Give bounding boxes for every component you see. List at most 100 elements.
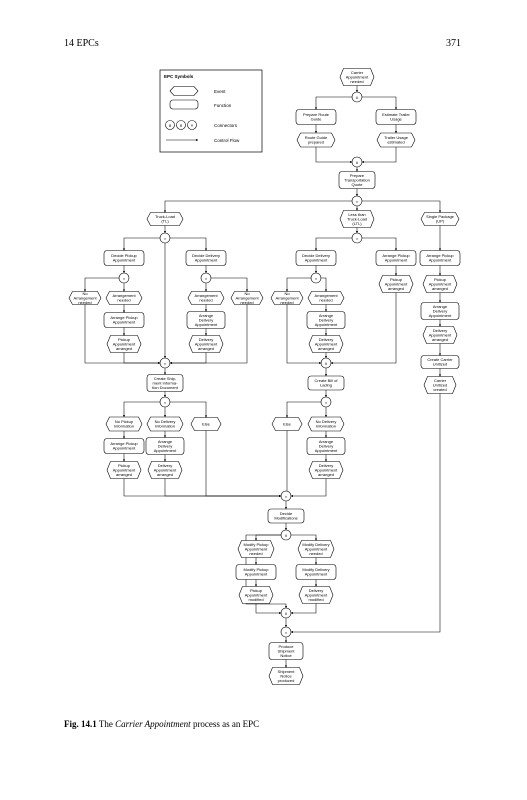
node-label: Modify Delivery <box>302 542 329 547</box>
connector-symbol: × <box>123 276 126 281</box>
node-label: Delivery <box>158 463 172 468</box>
node-label: Appointment <box>245 592 268 597</box>
epc-conn-c_x1: × <box>351 195 363 207</box>
flow-edge <box>254 534 281 541</box>
epc-conn-c_or_ltl: ∨ <box>320 357 332 369</box>
epc-conn-c_or_join: ∨ <box>280 607 292 619</box>
flow-edge <box>321 277 328 292</box>
connector-symbol: × <box>285 494 288 499</box>
node-label: produced <box>278 678 295 683</box>
node-label: Pickup <box>250 588 263 593</box>
node-label: ment Informa- <box>153 380 179 385</box>
node-label: prepared <box>308 140 324 145</box>
node-label: Arrangement <box>73 295 97 300</box>
node-label: Carrier <box>434 378 447 383</box>
node-label: No Pickup <box>115 419 134 424</box>
flow-edge <box>211 277 249 292</box>
epc-conn-c_or_modif: ∨ <box>280 529 292 541</box>
node-label: needed <box>309 551 322 556</box>
node-label: Delivery <box>319 443 333 448</box>
connector-symbol: ∨ <box>325 361 328 366</box>
node-label: Delivery <box>199 337 213 342</box>
flow-edge <box>291 534 318 541</box>
node-label: Delivery <box>319 317 333 322</box>
node-label: arranged <box>318 346 334 351</box>
node-label: arranged <box>432 337 448 342</box>
node-label: No <box>82 291 88 296</box>
node-label: Arrange <box>433 304 448 309</box>
flow-edge <box>163 200 352 213</box>
flow-edge <box>123 478 282 498</box>
node-label: Appointment <box>346 74 369 79</box>
node-label: Appointment <box>113 446 136 451</box>
node-label: Pickup <box>390 277 403 282</box>
connector-symbol: ∧ <box>356 160 359 165</box>
flow-edge <box>83 277 119 292</box>
node-label: Appointment <box>113 467 136 472</box>
node-label: Truck-Load <box>155 214 175 219</box>
epc-event-e_single: Single Package(UP) <box>420 212 460 226</box>
node-label: Appointment <box>113 341 136 346</box>
node-label: No <box>284 291 290 296</box>
node-label: Appointment <box>315 341 338 346</box>
node-label: arranged <box>318 472 334 477</box>
node-label: needed <box>240 300 253 305</box>
legend-function-label: Function <box>214 103 232 108</box>
node-label: Appointment <box>315 448 338 453</box>
node-label: Arrange <box>319 439 334 444</box>
node-label: Arrange <box>319 313 334 318</box>
node-label: No Delivery <box>155 419 176 424</box>
node-label: Delivery <box>433 308 447 313</box>
node-label: Appointment <box>195 341 218 346</box>
flow-edge <box>122 237 160 251</box>
flow-edge <box>362 237 398 251</box>
node-label: Information <box>316 424 336 429</box>
node-label: Decide Pickup <box>111 253 137 258</box>
node-label: Truck-Load <box>347 216 367 221</box>
node-label: Appointment <box>154 467 177 472</box>
node-label: Usage <box>390 117 402 122</box>
page-number: 371 <box>446 38 461 49</box>
node-label: Shipment <box>278 648 296 653</box>
node-label: Delivery <box>319 337 333 342</box>
node-label: Appointment <box>245 546 268 551</box>
node-label: Arrangement <box>194 293 218 298</box>
node-label: Trailer Usage <box>384 135 409 140</box>
flow-edge <box>170 401 208 418</box>
node-label: Notice <box>280 653 292 658</box>
node-label: needed <box>319 298 332 303</box>
node-label: Appointment <box>113 258 136 263</box>
connector-symbol: ∧ <box>356 95 359 100</box>
connector-symbol: × <box>325 400 328 405</box>
legend-connector-symbols: ∧ ∨ × <box>165 120 197 130</box>
node-label: (TL) <box>161 219 169 224</box>
node-label: Decide Delivery <box>302 253 330 258</box>
epc-func-f_create_ship_doc: Create Ship-ment Informa-tion Document <box>146 374 184 392</box>
node-label: Arrangement <box>235 295 259 300</box>
flow-edge <box>314 237 352 251</box>
node-label: Arrangement <box>275 295 299 300</box>
node-label: Appointment <box>305 258 328 263</box>
connector-symbol: × <box>164 400 167 405</box>
node-label: Quote <box>352 182 364 187</box>
node-label: Delivery <box>309 588 323 593</box>
flow-edge <box>123 352 161 365</box>
connector-symbol: × <box>315 276 318 281</box>
caption-pre: The <box>98 719 116 729</box>
